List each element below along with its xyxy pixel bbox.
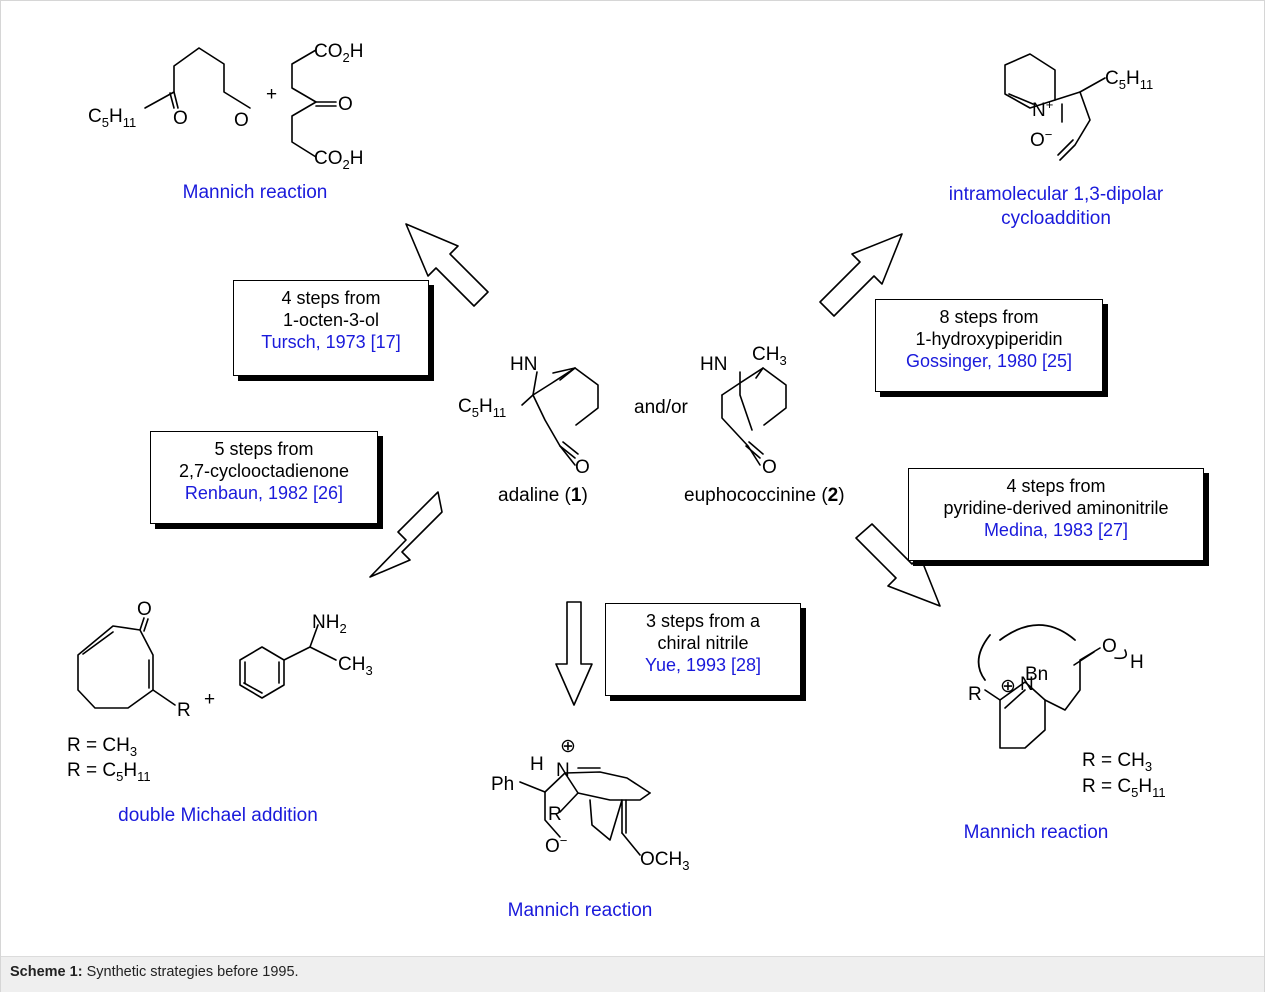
atom-nh2: NH2	[312, 612, 347, 636]
atom-h-enol: H	[1130, 652, 1144, 673]
atom-o-nitrone: O−	[1030, 127, 1052, 151]
cyclooctadienone-structure	[77, 617, 176, 709]
box-medina-ref: Medina, 1983 [27]	[983, 520, 1129, 540]
circled-plus-enol: ⊕	[1000, 676, 1016, 697]
r-group-left-1: R = CH3	[67, 735, 138, 759]
r-group-left-2: R = C5H11	[67, 760, 151, 784]
atom-och3: OCH3	[640, 849, 689, 873]
atom-r-iminium: R	[548, 804, 562, 825]
box-tursch-line2: 1-octen-3-ol	[282, 310, 380, 330]
box-renbaun-line1: 5 steps from	[214, 439, 314, 459]
phenylethylamine-structure	[239, 624, 337, 699]
box-gossinger-line2: 1-hydroxypiperidin	[915, 329, 1063, 349]
strategy-box-tursch: 4 steps from 1-octen-3-ol Tursch, 1973 […	[233, 280, 429, 376]
enol-iminium-structure	[977, 624, 1128, 749]
box-medina-line1: 4 steps from	[1006, 476, 1106, 496]
compound-name-euphococcinine: euphococcinine (2)	[684, 485, 845, 506]
r-group-right-1: R = CH3	[1082, 750, 1153, 774]
strategy-box-yue: 3 steps from a chiral nitrile Yue, 1993 …	[605, 603, 801, 696]
box-tursch-ref: Tursch, 1973 [17]	[261, 332, 401, 352]
arrow-to-bottom-right	[855, 523, 941, 607]
reaction-label-top-right-line2: cycloaddition	[1001, 208, 1111, 229]
atom-o-central: O	[338, 94, 353, 115]
reaction-label-top-right-line1: intramolecular 1,3-dipolar	[948, 184, 1164, 205]
circled-plus-iminium: ⊕	[560, 736, 576, 757]
box-yue-line2: chiral nitrile	[657, 633, 749, 653]
atom-hn-adaline: HN	[510, 354, 537, 375]
atom-bn: Bn	[1025, 664, 1048, 685]
arrow-to-bottom-center	[555, 601, 593, 706]
acetonedicarboxylic-acid-structure	[291, 49, 337, 158]
arrow-to-bottom-left	[369, 491, 443, 578]
atom-hn-euphococcinine: HN	[700, 354, 727, 375]
arrow-to-top-right	[819, 233, 903, 317]
caption-text: Synthetic strategies before 1995.	[86, 964, 299, 980]
adaline-structure	[521, 367, 599, 466]
iminium-intermediate-structure	[519, 767, 651, 856]
box-yue-line1: 3 steps from a	[645, 611, 761, 631]
arrow-to-top-left	[405, 223, 489, 307]
atom-n-iminium: N	[556, 760, 570, 781]
box-tursch-line1: 4 steps from	[281, 288, 381, 308]
box-renbaun-ref: Renbaun, 1982 [26]	[184, 483, 344, 503]
atom-co2h-top: CO2H	[314, 41, 363, 65]
atom-o-ketone: O	[173, 108, 188, 129]
atom-n-nitrone: N+	[1032, 97, 1053, 121]
box-medina-line2: pyridine-derived aminonitrile	[943, 498, 1169, 518]
atom-r-cyclooctadienone: R	[177, 700, 191, 721]
nitrone-structure	[1004, 53, 1106, 161]
keto-aldehyde-structure	[144, 47, 251, 109]
atom-ph: Ph	[491, 774, 514, 795]
caption-bar: Scheme 1: Synthetic strategies before 19…	[1, 956, 1264, 992]
strategy-box-gossinger: 8 steps from 1-hydroxypiperidin Gossinge…	[875, 299, 1103, 392]
atom-o-adaline: O	[575, 457, 590, 478]
atom-ch3-amine: CH3	[338, 654, 373, 678]
atom-o-euphococcinine: O	[762, 457, 777, 478]
plus-sign-top: +	[266, 84, 277, 105]
reaction-label-bottom-left: double Michael addition	[118, 805, 318, 826]
strategy-box-medina: 4 steps from pyridine-derived aminonitri…	[908, 468, 1204, 561]
figure-caption: Scheme 1: Synthetic strategies before 19…	[10, 964, 299, 980]
box-gossinger-line1: 8 steps from	[939, 307, 1039, 327]
and-or-connector: and/or	[634, 397, 689, 418]
strategy-box-renbaun: 5 steps from 2,7-cyclooctadienone Renbau…	[150, 431, 378, 524]
atom-c5h11-adaline: C5H11	[458, 396, 506, 420]
atom-o-enol: O	[1102, 636, 1117, 657]
box-gossinger-ref: Gossinger, 1980 [25]	[905, 351, 1073, 371]
reaction-label-top-right: intramolecular 1,3-dipolar cycloaddition	[924, 183, 1188, 231]
atom-o-alkoxide: O−	[545, 833, 567, 857]
atom-c5h11-topleft: C5H11	[88, 106, 136, 130]
atom-r-enol: R	[968, 684, 982, 705]
reaction-label-bottom-center: Mannich reaction	[507, 900, 653, 921]
atom-o-cyclooctadienone: O	[137, 599, 152, 620]
box-renbaun-line2: 2,7-cyclooctadienone	[178, 461, 350, 481]
reaction-scheme: C5H11 O O + CO2H O CO2H C5H11 N+ O− HN C…	[77, 41, 1153, 873]
r-group-right-2: R = C5H11	[1082, 776, 1166, 800]
caption-label: Scheme 1:	[10, 964, 83, 980]
compound-name-adaline: adaline (1)	[498, 485, 588, 506]
atom-h-iminium: H	[530, 754, 544, 775]
atom-n-enol: N	[1020, 674, 1034, 695]
plus-sign-bottom: +	[204, 689, 215, 710]
atom-ch3-euphococcinine: CH3	[752, 344, 787, 368]
atom-c5h11-topright: C5H11	[1105, 68, 1153, 92]
reaction-label-top-left: Mannich reaction	[182, 182, 328, 203]
reaction-label-bottom-right: Mannich reaction	[963, 822, 1109, 843]
box-yue-ref: Yue, 1993 [28]	[644, 655, 762, 675]
atom-o-aldehyde: O	[234, 110, 249, 131]
euphococcinine-structure	[721, 367, 787, 466]
atom-co2h-bottom: CO2H	[314, 148, 363, 172]
